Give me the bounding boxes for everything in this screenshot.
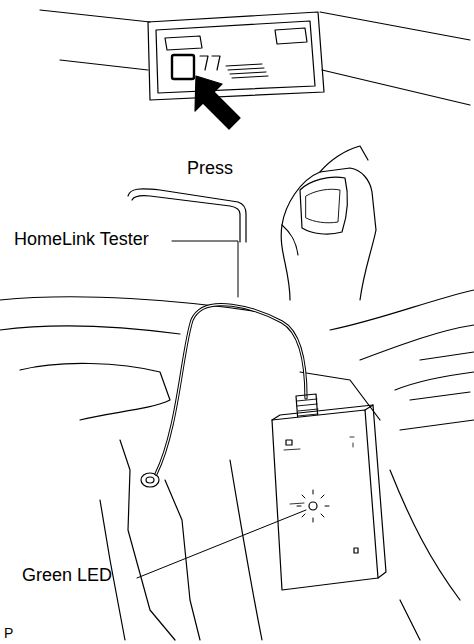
- roof-line: [40, 10, 470, 105]
- console-lamp: [165, 28, 307, 50]
- part-label: Press: [187, 159, 233, 179]
- remote-transmitter: [300, 177, 347, 234]
- dashboard-vent: [395, 372, 474, 430]
- leader-line: [137, 510, 306, 578]
- panel-mark: [354, 548, 358, 553]
- homelink-button: [172, 55, 194, 79]
- panel-marking: [284, 437, 354, 504]
- part-label: HomeLink Tester: [14, 230, 149, 250]
- finger: [282, 146, 368, 255]
- power-lamp: [286, 440, 292, 445]
- overhead-console: [148, 12, 324, 100]
- boot-ridge: [297, 399, 318, 416]
- remote-button: [306, 189, 340, 223]
- dashboard-line: [0, 290, 474, 360]
- center-console: [100, 440, 200, 640]
- tester-body: [272, 410, 378, 590]
- button-mark: [200, 56, 220, 70]
- green-led: [309, 502, 317, 510]
- console-frame: [156, 21, 315, 93]
- leader-line: [172, 241, 238, 297]
- figure-code: P: [4, 626, 13, 641]
- vent-hatch: [226, 64, 268, 78]
- tester-side: [365, 405, 386, 578]
- led-rays: [297, 490, 329, 522]
- connector-socket: [146, 477, 154, 483]
- press-arrow: [195, 76, 240, 129]
- hand: [281, 168, 376, 300]
- part-label: Green LED: [22, 566, 112, 586]
- tester-top: [272, 405, 373, 420]
